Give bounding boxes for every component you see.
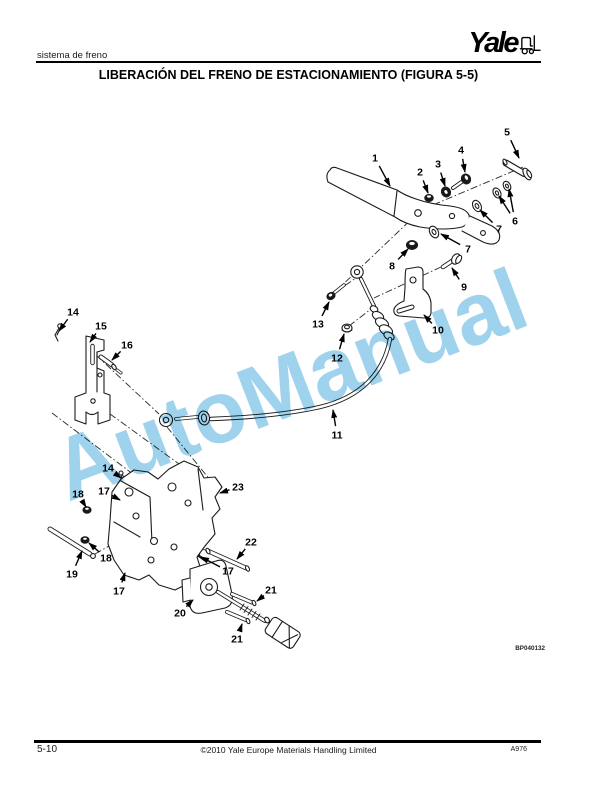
callout-arrow-9 <box>451 267 460 280</box>
callout-arrow-16 <box>111 350 122 361</box>
callout-arrow-22 <box>236 548 246 560</box>
footer-rule <box>34 740 541 743</box>
callout-arrow-15 <box>89 333 98 343</box>
callout-2: 2 <box>417 167 423 179</box>
part-pin-21b <box>225 610 251 625</box>
footer-doc-code: A976 <box>510 745 527 753</box>
callout-17: 17 <box>113 586 125 598</box>
callout-arrow-6 <box>507 188 515 213</box>
part-nut-3 <box>440 186 452 198</box>
callout-12: 12 <box>331 353 343 365</box>
callout-arrow-14 <box>58 318 69 332</box>
part-bolt-4 <box>451 173 472 190</box>
callout-18: 18 <box>100 553 112 565</box>
page-title: LIBERACIÓN DEL FRENO DE ESTACIONAMIENTO … <box>98 68 479 82</box>
callout-11: 11 <box>331 430 342 442</box>
part-cable-11 <box>158 265 395 428</box>
callout-17: 17 <box>98 486 110 498</box>
callout-21: 21 <box>231 634 243 646</box>
callout-arrow-2 <box>422 180 429 194</box>
callout-arrow-6 <box>498 195 511 214</box>
part-nut-18a <box>82 506 92 514</box>
callout-arrow-23 <box>219 487 230 494</box>
part-washer-7b <box>428 225 440 239</box>
callout-4: 4 <box>458 145 464 157</box>
part-nut-8 <box>405 240 419 250</box>
part-bolt-13 <box>326 283 346 301</box>
callout-8: 8 <box>389 261 395 273</box>
callout-arrow-18 <box>79 498 87 508</box>
callout-6: 6 <box>512 216 518 228</box>
callout-5: 5 <box>504 127 510 139</box>
callout-arrow-3 <box>439 172 446 187</box>
part-pin-5 <box>502 158 533 181</box>
footer-page-number: 5-10 <box>37 744 58 755</box>
part-pin-16 <box>98 354 123 375</box>
callout-3: 3 <box>435 159 441 171</box>
part-bracket-10 <box>393 266 432 319</box>
callout-17: 17 <box>222 566 234 578</box>
callout-15: 15 <box>95 321 107 333</box>
callout-23: 23 <box>232 482 244 494</box>
forklift-icon <box>519 35 541 55</box>
part-nut-12 <box>341 323 353 333</box>
footer-copyright: ©2010 Yale Europe Materials Handling Lim… <box>200 745 377 755</box>
part-art <box>47 158 533 649</box>
callout-arrow-17 <box>200 556 221 568</box>
part-bolt-9 <box>440 253 463 270</box>
callout-18: 18 <box>72 489 84 501</box>
callout-7: 7 <box>496 224 502 236</box>
callout-arrow-21 <box>256 593 266 602</box>
callout-13: 13 <box>312 319 324 331</box>
part-pin-21a <box>230 592 257 607</box>
callout-16: 16 <box>121 340 133 352</box>
callout-10: 10 <box>432 325 444 337</box>
callout-arrow-20 <box>185 599 194 608</box>
callout-arrow-1 <box>378 165 391 187</box>
callout-21: 21 <box>265 585 277 597</box>
callout-19: 19 <box>66 569 78 581</box>
yale-logo: Yale <box>468 27 541 59</box>
callout-22: 22 <box>245 537 257 549</box>
callout-arrow-8 <box>397 248 409 260</box>
callout-arrow-12 <box>338 333 345 350</box>
callout-arrow-13 <box>321 301 330 317</box>
callout-arrow-21 <box>236 623 243 633</box>
callout-arrow-7 <box>479 209 494 224</box>
callout-arrow-17 <box>111 493 121 501</box>
callout-arrow-11 <box>331 409 338 427</box>
callout-20: 20 <box>174 608 186 620</box>
part-rod-22 <box>205 547 251 572</box>
callout-arrow-5 <box>510 139 520 159</box>
part-cotter-14a <box>54 323 63 342</box>
callout-arrow-10 <box>423 314 433 324</box>
part-bracket-15 <box>74 335 111 425</box>
header-rule <box>36 61 541 63</box>
part-switch-20 <box>181 559 301 649</box>
callout-arrow-7 <box>440 233 461 246</box>
callout-14: 14 <box>67 307 79 319</box>
figure-code: BP040132 <box>515 645 545 652</box>
header-section-label: sistema de freno <box>37 50 108 61</box>
yale-wordmark: Yale <box>468 27 519 59</box>
part-plate-23 <box>107 460 223 591</box>
callout-14: 14 <box>102 463 114 475</box>
callout-arrow-4 <box>460 158 467 173</box>
part-rod-19 <box>47 526 96 559</box>
part-nut-18b <box>80 536 90 544</box>
callout-9: 9 <box>461 282 467 294</box>
part-lever <box>326 166 501 245</box>
callout-arrow-17 <box>119 572 126 583</box>
callout-7: 7 <box>465 244 471 256</box>
callout-1: 1 <box>372 153 378 165</box>
callout-arrow-18 <box>88 542 100 553</box>
callout-arrow-19 <box>74 550 83 567</box>
part-nut-2 <box>424 194 434 202</box>
callout-arrow-14 <box>112 470 122 479</box>
